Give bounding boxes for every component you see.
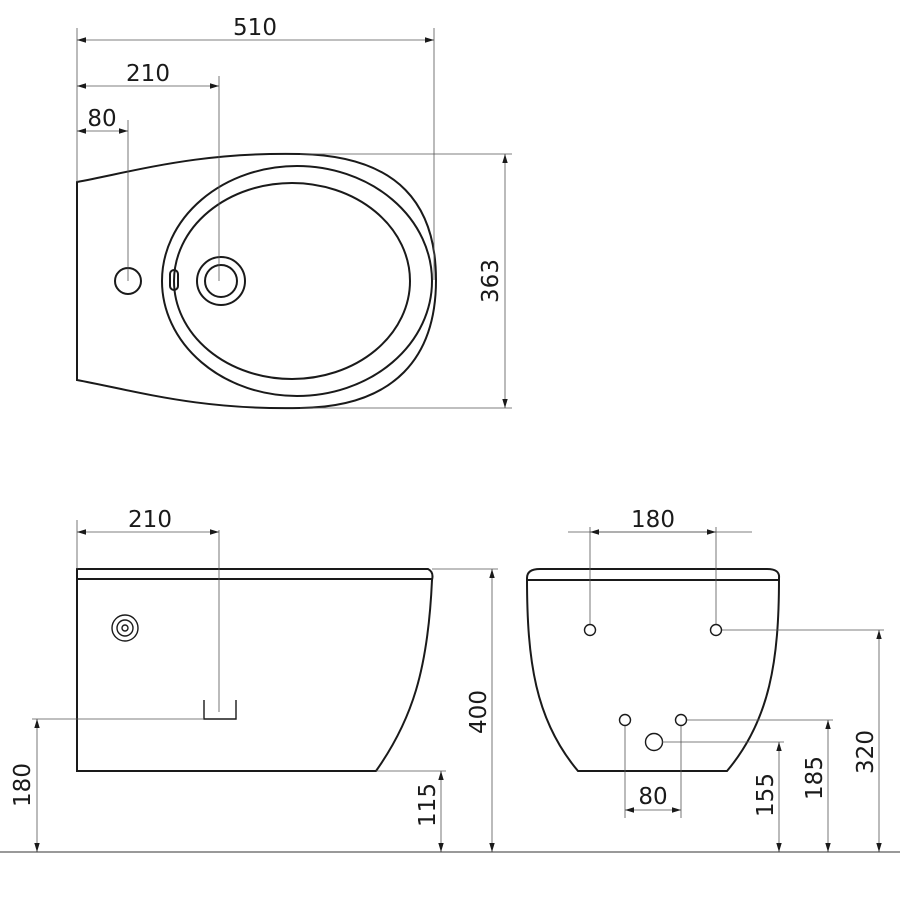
dim-label-155: 155 [753,773,779,817]
drain-inner [204,264,238,298]
overflow-slot [169,269,179,291]
dim-label-185: 185 [802,756,828,800]
supply-hole-right [674,713,688,727]
drain-outer [196,256,246,306]
dim-label-363: 363 [478,259,504,303]
dim-label-115: 115 [415,783,441,827]
fixing-hole-right [709,623,723,637]
top-view-bowl-inner [173,182,411,380]
top-view-bowl-rim [161,165,433,397]
side-tap-outer [111,614,139,642]
dim-label-400: 400 [466,690,492,734]
dim-label-210-top: 210 [126,61,170,87]
dim-label-180-side: 180 [10,763,36,807]
dim-label-510: 510 [233,15,277,41]
dim-label-320: 320 [853,730,879,774]
side-drain-outlet [203,700,237,720]
rear-view-body-outline [525,568,781,772]
side-tap-inner [121,624,129,632]
dim-label-80-rear: 80 [638,784,667,810]
side-tap-mid [116,619,134,637]
drain-hole [644,732,664,752]
dim-label-180-rear: 180 [631,507,675,533]
top-view: 510 210 80 363 [76,15,512,410]
dim-label-80-top: 80 [87,106,116,132]
supply-hole-left [618,713,632,727]
side-view-body-outline [76,568,434,772]
fixing-hole-left [583,623,597,637]
dim-label-210-side: 210 [128,507,172,533]
rear-view: 180 80 155 185 320 [525,507,884,852]
side-view: 210 180 115 400 [10,507,498,852]
